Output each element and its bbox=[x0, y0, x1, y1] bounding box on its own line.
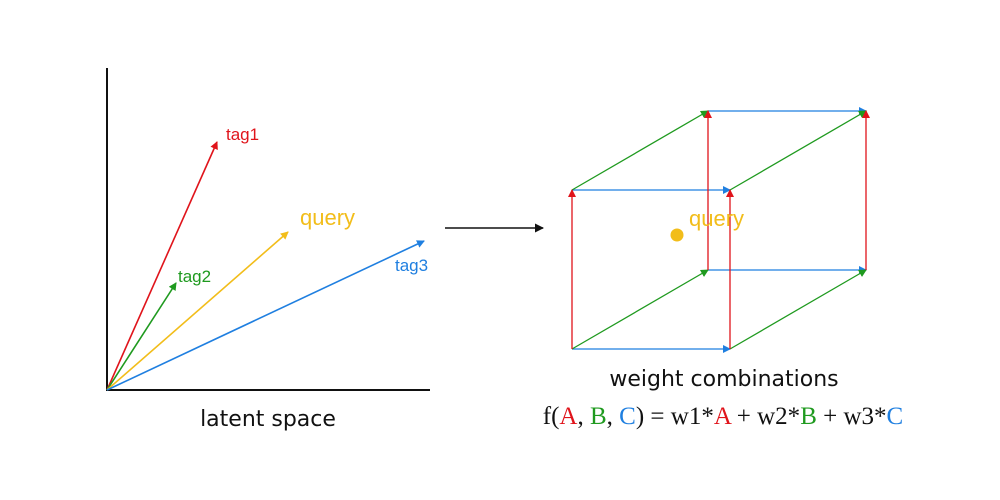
query-point-label: query bbox=[689, 206, 744, 231]
formula-a-term: A bbox=[714, 403, 732, 430]
tag3-label: tag3 bbox=[395, 256, 428, 275]
formula-a: A bbox=[559, 403, 577, 430]
latent-space-panel: tag1 tag2 query tag3 latent space bbox=[106, 68, 430, 432]
cube-edge-green bbox=[729, 110, 867, 191]
formula-rhs: + w2* bbox=[731, 403, 801, 430]
tag2-vector bbox=[106, 282, 177, 391]
tag1-label: tag1 bbox=[226, 125, 259, 144]
formula-b: B bbox=[590, 403, 607, 430]
weight-cube-panel: query weight combinations f(A, B, C) = w… bbox=[543, 107, 903, 430]
combination-formula: f(A, B, C) = w1*A + w2*B + w3*C bbox=[543, 403, 903, 430]
formula-f: f( bbox=[543, 403, 560, 430]
formula-sep: , bbox=[607, 403, 620, 430]
tag2-label: tag2 bbox=[178, 267, 211, 286]
tag1-vector bbox=[106, 141, 218, 391]
formula-sep: , bbox=[577, 403, 590, 430]
formula-rhs: ) = w1* bbox=[636, 403, 714, 430]
formula-c: C bbox=[619, 403, 636, 430]
formula-c-term: C bbox=[887, 403, 904, 430]
latent-space-caption: latent space bbox=[200, 407, 336, 432]
tag3-vector bbox=[106, 240, 425, 391]
query-vector bbox=[106, 231, 289, 391]
cube-edge-green bbox=[571, 269, 709, 350]
cube-edge-green bbox=[571, 110, 709, 191]
formula-b-term: B bbox=[800, 403, 817, 430]
weight-combinations-caption: weight combinations bbox=[609, 367, 838, 392]
query-point bbox=[670, 228, 684, 242]
formula-rhs: + w3* bbox=[817, 403, 887, 430]
cube-edge-green bbox=[729, 269, 867, 350]
query-label: query bbox=[300, 205, 355, 230]
